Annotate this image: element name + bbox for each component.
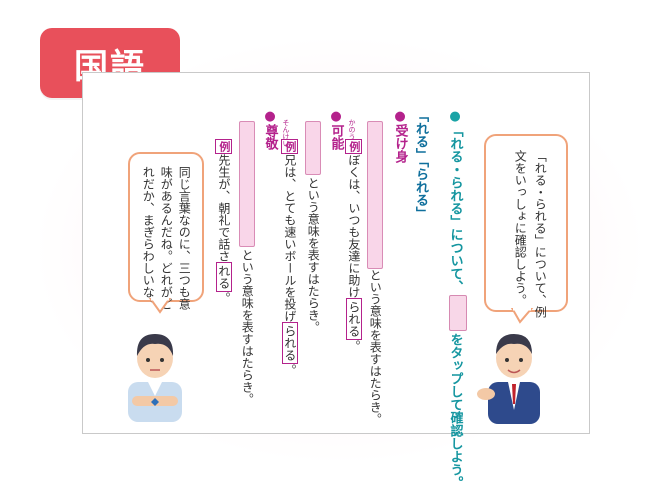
teal-bullet-icon: ●: [447, 109, 463, 124]
section-title-kanou: ●可能: [328, 109, 344, 150]
magenta-bullet-icon: ●: [262, 109, 278, 124]
target-word-kanou[interactable]: られる: [281, 322, 298, 364]
student-bubble-line3: れだか、まぎらわしいな。: [141, 166, 156, 310]
tap-box-kanou-meaning[interactable]: [305, 121, 321, 175]
tap-target-sample[interactable]: [449, 295, 468, 331]
teacher-character-icon: [477, 334, 540, 424]
example-tag: 例: [215, 139, 232, 154]
tap-box-sonkei-meaning[interactable]: [239, 121, 255, 247]
ruby-sonkei: そんけい: [282, 119, 290, 147]
page-headline: 「れる」「られる」: [411, 109, 430, 220]
student-speech-bubble: 同じ言葉なのに、三つも意 味があるんだね。どれがど れだか、まぎらわしいな。: [128, 152, 204, 310]
example-tag: 例: [345, 139, 362, 154]
meaning-ukemi: という意味を表すはたらき。: [368, 269, 383, 425]
example-sonkei: 例先生が、朝礼で話される。: [215, 139, 232, 304]
student-bubble-line2: 味があるんだね。どれがど: [159, 166, 174, 310]
teacher-bubble-line2: 文をいっしょに確認しよう。: [513, 150, 528, 306]
magenta-bullet-icon: ●: [392, 109, 408, 124]
ruby-kanou: かのう: [348, 119, 356, 140]
student-bubble-line1: 同じ言葉なのに、三つも意: [177, 166, 192, 310]
teacher-bubble-line1: 「れる・られる」について、例: [533, 150, 548, 318]
teacher-bubble-tail-icon: [510, 308, 534, 324]
magenta-bullet-icon: ●: [328, 109, 344, 124]
student-bubble-tail-icon: [148, 298, 172, 314]
student-character-icon: [128, 334, 182, 422]
teacher-speech-bubble: 「れる・られる」について、例 文をいっしょに確認しよう。: [484, 134, 568, 318]
example-ukemi: 例ぼくは、いつも友達に助けられる。: [345, 139, 362, 352]
meaning-kanou: という意味を表すはたらき。: [306, 177, 321, 333]
headline-text: 「れる」「られる」: [413, 109, 428, 220]
example-tag: 例: [281, 139, 298, 154]
target-word-ukemi[interactable]: られる: [345, 298, 362, 340]
tap-box-ukemi-meaning[interactable]: [367, 121, 383, 269]
instruction-suffix: をタップして確認しよう。: [447, 333, 463, 489]
section-title-ukemi: ●受け身: [392, 109, 408, 163]
meaning-sonkei: という意味を表すはたらき。: [240, 249, 255, 405]
target-word-sonkei[interactable]: れる: [215, 262, 232, 292]
example-kanou: 例兄は、とても速いボールを投げられる。: [281, 139, 298, 376]
instruction-prefix: 「れる・られる」について、: [447, 124, 463, 293]
instruction-line: ●「れる・られる」について、をタップして確認しよう。: [446, 109, 468, 489]
section-title-sonkei: ●尊敬: [262, 109, 278, 150]
